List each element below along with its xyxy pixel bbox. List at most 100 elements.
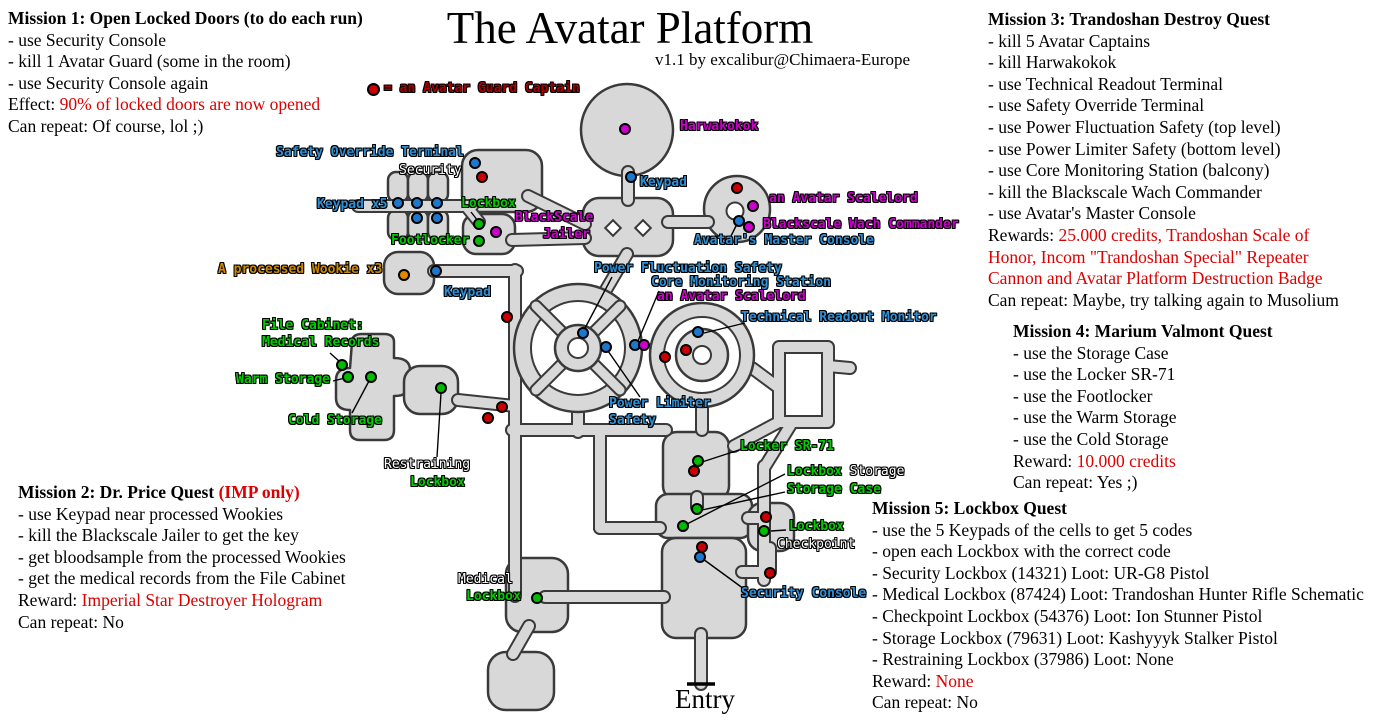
lockbox-storage-white: Storage — [841, 464, 905, 479]
dot-captain-2 — [731, 182, 743, 194]
reward-label: Reward: — [1013, 450, 1077, 471]
rewards-label: Rewards: — [988, 224, 1059, 245]
dot-storage-lockbox — [677, 520, 689, 532]
mission-4-title: Mission 4: Marium Valmont Quest — [1013, 321, 1273, 341]
page-title: The Avatar Platform — [446, 3, 814, 53]
map-label-master-console: Avatar's Master Console — [694, 233, 875, 248]
mission-1-repeat: Can repeat: Of course, lol ;) — [8, 115, 204, 136]
mission-4-repeat: Can repeat: Yes ;) — [1013, 472, 1138, 493]
mission-2-step: - use Keypad near processed Wookies — [18, 503, 284, 524]
mission-2-repeat: Can repeat: No — [18, 611, 124, 632]
map-label-security-room: Security — [399, 163, 462, 178]
mission-2-title-red: (IMP only) — [218, 482, 300, 502]
dot-locker-sr71 — [692, 455, 704, 467]
mission-5-step: - use the 5 Keypads of the cells to get … — [872, 519, 1193, 540]
reward-value: Imperial Star Destroyer Hologram — [81, 589, 323, 610]
dot-power-limiter-safety — [600, 341, 612, 353]
room-reactor-wheel — [512, 282, 644, 414]
mission-5-repeat: Can repeat: No — [872, 692, 978, 713]
map-label-lockbox-medical: Lockbox — [466, 589, 521, 604]
dot-captain-7 — [482, 412, 494, 424]
map-label-power-limiter-1: Power Limiter — [609, 396, 711, 411]
mission-3-repeat: Can repeat: Maybe, try talking again to … — [988, 289, 1339, 310]
effect-value: 90% of locked doors are now opened — [59, 94, 321, 115]
mission-3-step: - use Avatar's Master Console — [988, 203, 1196, 224]
room-storage-left — [334, 332, 412, 442]
map-label-avatar-scalelord-center: an Avatar Scalelord — [657, 289, 806, 304]
mission-2-title: Mission 2: Dr. Price Quest (IMP only) — [18, 482, 346, 504]
legend-guard-captain: = an Avatar Guard Captain — [367, 82, 580, 96]
dot-keypad-circle-room — [625, 171, 637, 183]
map-label-avatar-scalelord-room: an Avatar Scalelord — [769, 191, 918, 206]
mission-3-step: - use Power Fluctuation Safety (top leve… — [988, 116, 1281, 137]
mission-2-step: - get the medical records from the File … — [18, 568, 346, 589]
captain-dot-icon — [367, 82, 380, 96]
mission-5-step: - Checkpoint Lockbox (54376) Loot: Ion S… — [872, 605, 1263, 626]
page-subtitle: v1.1 by excalibur@Chimaera-Europe — [655, 50, 910, 69]
reward-value: 10.000 credits — [1076, 450, 1176, 471]
mission-2-step: - get bloodsample from the processed Woo… — [18, 546, 346, 567]
mission-3-step: - use Safety Override Terminal — [988, 95, 1205, 116]
map-label-keypad-x5: Keypad x5 — [317, 197, 388, 212]
dot-captain-8 — [688, 465, 700, 477]
dot-captain-6 — [496, 401, 508, 413]
mission-1-step: - use Security Console — [8, 29, 166, 50]
dot-blackscale-jailer — [490, 226, 502, 238]
dot-keypad-wookie — [430, 265, 442, 277]
map-label-processed-wookie: A processed Wookie x3 — [218, 262, 383, 277]
mission-5-title: Mission 5: Lockbox Quest — [872, 498, 1067, 518]
dot-cold-storage — [365, 371, 377, 383]
map-label-keypad-circle: Keypad — [640, 175, 687, 190]
map-label-lockbox-cells: Lockbox — [461, 196, 516, 211]
mission-3-rewards: Rewards: 25.000 credits, Trandoshan Scal… — [988, 225, 1339, 247]
mission-5-reward: Reward: None — [872, 671, 1364, 693]
mission-5-step: - Medical Lockbox (87424) Loot: Trandosh… — [872, 584, 1364, 605]
dot-keypad-cell-4 — [411, 212, 423, 224]
dot-keypad-cell-2 — [411, 197, 423, 209]
mission-4-step: - use the Footlocker — [1013, 385, 1153, 406]
map-label-restraining-2: Lockbox — [410, 475, 465, 490]
reward-label: Reward: — [872, 670, 936, 691]
map-label-footlocker: Footlocker — [391, 233, 470, 248]
lockbox-storage-green: Lockbox — [787, 464, 842, 479]
dot-medical-lockbox — [531, 592, 543, 604]
mission-3-rewards-3: Cannon and Avatar Platform Destruction B… — [988, 268, 1323, 289]
mission-3-step: - use Technical Readout Terminal — [988, 73, 1224, 94]
dot-keypad-cell-1 — [392, 197, 404, 209]
map-label-core-monitoring: Core Monitoring Station — [651, 275, 832, 290]
mission-3-step: - kill the Blackscale Wach Commander — [988, 181, 1262, 202]
dot-avatar-scalelord-1 — [747, 200, 759, 212]
dot-captain-1 — [476, 171, 488, 183]
map-label-storage-case: Storage Case — [787, 482, 881, 497]
mission-3-step: - kill 5 Avatar Captains — [988, 30, 1151, 51]
dot-checkpoint-lockbox — [758, 525, 770, 537]
dot-captain-3 — [501, 311, 513, 323]
map-label-lockbox-storage: Lockbox Storage — [787, 465, 904, 479]
mission-5-step: - Restraining Lockbox (37986) Loot: None — [872, 649, 1174, 670]
map-label-harwakokok: Harwakokok — [680, 119, 759, 134]
mission-4-step: - use the Locker SR-71 — [1013, 364, 1176, 385]
map-label-entry: Entry — [675, 684, 735, 714]
map-label-cold-storage: Cold Storage — [288, 413, 382, 428]
map-label-restraining-1: Restraining — [384, 457, 471, 472]
mission-3-rewards-2: Honor, Incom "Trandoshan Special" Repeat… — [988, 246, 1309, 267]
dot-technical-readout-monitor — [692, 326, 704, 338]
mission-1-step: - kill 1 Avatar Guard (some in the room) — [8, 51, 291, 72]
dot-captain-5 — [680, 344, 692, 356]
reward-label: Reward: — [18, 589, 82, 610]
room-bottom-left — [486, 650, 556, 712]
mission-4-step: - use the Cold Storage — [1013, 428, 1169, 449]
map-label-technical-readout: Technical Readout Monitor — [741, 310, 937, 325]
dot-warm-storage — [342, 371, 354, 383]
mission-4-block: Mission 4: Marium Valmont Quest - use th… — [1013, 321, 1273, 494]
map-label-file-cabinet-1: File Cabinet: — [262, 318, 364, 333]
mission-1-effect: Effect: 90% of locked doors are now open… — [8, 94, 363, 116]
room-restraining — [402, 364, 460, 416]
mission-5-step: - Storage Lockbox (79631) Loot: Kashyyyk… — [872, 627, 1278, 648]
dot-safety-override-terminal — [469, 157, 481, 169]
map-label-blackscale-jailer-2: Jailer — [543, 227, 590, 242]
mission-2-title-black: Mission 2: Dr. Price Quest — [18, 482, 219, 502]
mission-2-reward: Reward: Imperial Star Destroyer Hologram — [18, 590, 346, 612]
dot-restraining-lockbox — [435, 382, 447, 394]
